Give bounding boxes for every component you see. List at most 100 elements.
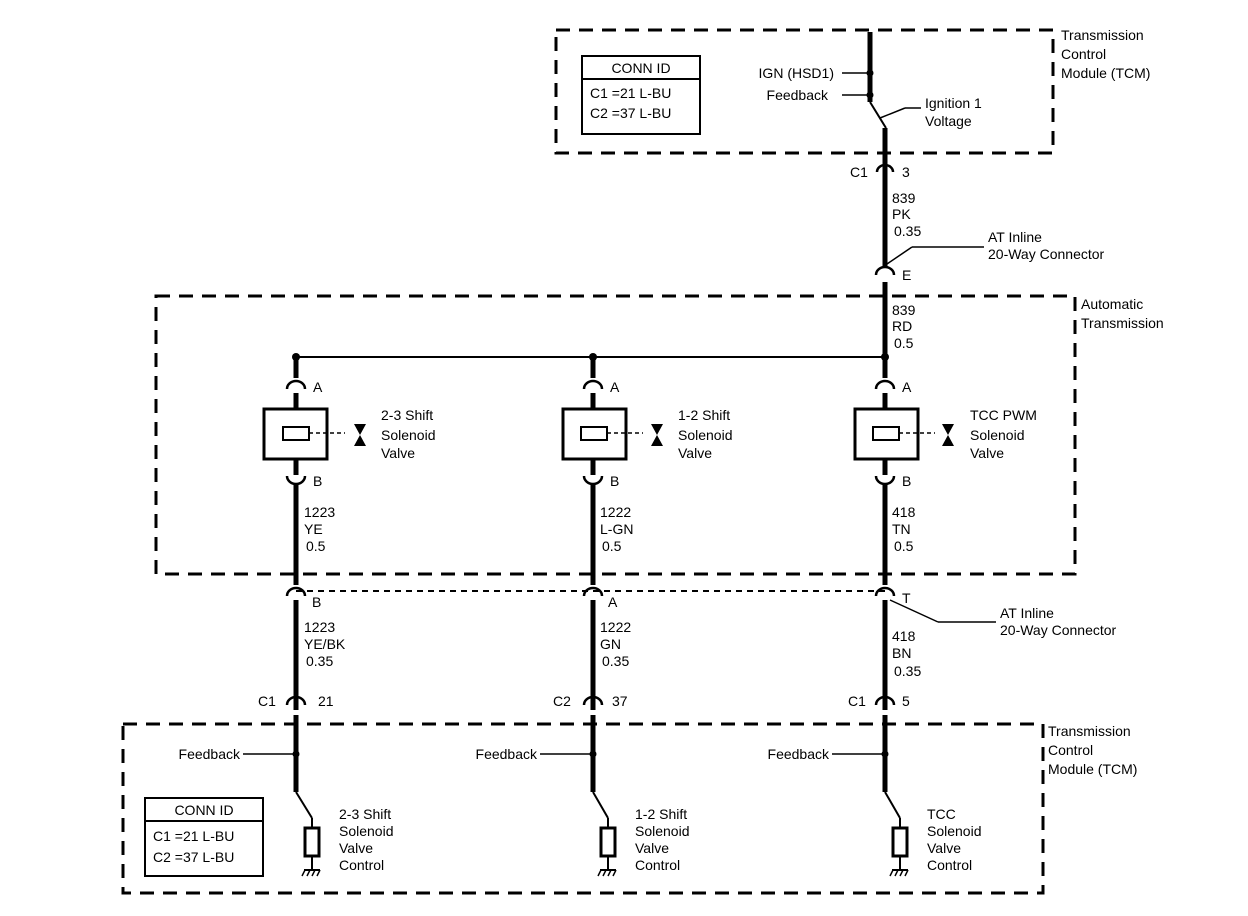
control-resistor-3	[891, 826, 909, 858]
bottom-tcm-title-line1: Transmission	[1048, 723, 1131, 739]
solenoid-1-2-valve-icon	[651, 424, 663, 446]
wire-1222-lgn-color: L-GN	[600, 521, 633, 537]
solenoid-2-3-label-line1: 2-3 Shift	[381, 407, 433, 423]
solenoid-2-3-pin-a: A	[313, 379, 323, 395]
feedback-label-3: Feedback	[768, 746, 830, 762]
c1-pin3-connector: C1	[850, 164, 868, 180]
control-tcc-label-line2: Solenoid	[927, 823, 982, 839]
solenoid-tcc-pin-a: A	[902, 379, 912, 395]
solenoid-2-3-housing	[262, 407, 329, 461]
feedback-label-1: Feedback	[179, 746, 241, 762]
control-1-2-label-line1: 1-2 Shift	[635, 806, 687, 822]
top-feedback-label: Feedback	[767, 87, 829, 103]
control-tcc-label-line4: Control	[927, 857, 972, 873]
top-tcm-title-line3: Module (TCM)	[1061, 65, 1150, 81]
wire-839-pk-number: 839	[892, 190, 916, 206]
solenoid-tcc-pin-b: B	[902, 473, 911, 489]
bottom-tcm-module: Transmission Control Module (TCM) CONN I…	[121, 715, 1137, 895]
solenoid-tcc-valve-icon	[942, 424, 954, 446]
top-tcm-boundary	[554, 28, 1055, 155]
bottom-conn-id-row2: C2 =37 L-BU	[153, 849, 234, 865]
ignition-voltage-label-line2: Voltage	[925, 113, 972, 129]
ignition-voltage-label-line1: Ignition 1	[925, 95, 982, 111]
control-tcc: Feedback TCC Solenoid Valve Control	[768, 715, 982, 877]
solenoid-1-2-housing	[561, 407, 628, 461]
control-1-2-label-line2: Solenoid	[635, 823, 690, 839]
bottom-tcm-boundary	[121, 722, 1045, 895]
solenoid-2-3-shift: A B 2-3 Shift Solenoid Valve 1223 YE 0.5	[262, 357, 436, 585]
c1-pin3-number: 3	[902, 164, 910, 180]
auto-trans-title-line2: Transmission	[1081, 315, 1164, 331]
solenoid-tcc-label-line3: Valve	[970, 445, 1004, 461]
wire-418-bn-color: BN	[892, 645, 911, 661]
solenoid-2-3-label-line3: Valve	[381, 445, 415, 461]
feedback-label-2: Feedback	[476, 746, 538, 762]
bottom-conn-id-table: CONN ID C1 =21 L-BU C2 =37 L-BU	[144, 797, 264, 877]
automatic-transmission-module: Automatic Transmission 839 RD 0.5 A B 2-…	[154, 282, 1164, 585]
control-2-3-label-line2: Solenoid	[339, 823, 394, 839]
pin-c1-21-connector: C1	[258, 693, 276, 709]
auto-trans-title-line1: Automatic	[1081, 296, 1143, 312]
top-conn-id-table: CONN ID C1 =21 L-BU C2 =37 L-BU	[581, 55, 701, 135]
inline-bottom-label-line1: AT Inline	[1000, 605, 1054, 621]
wire-1222-lgn-gauge: 0.5	[602, 538, 622, 554]
solenoid-tcc-housing	[853, 407, 920, 461]
solenoid-tcc-label-line1: TCC PWM	[970, 407, 1037, 423]
wire-1223-ye-color: YE	[304, 521, 323, 537]
inline-e-connector-icon	[874, 265, 896, 276]
pin-c2-37-connector: C2	[553, 693, 571, 709]
top-conn-id-row1: C1 =21 L-BU	[590, 85, 671, 101]
top-tcm-title-line1: Transmission	[1061, 27, 1144, 43]
solenoid-2-3-pin-b: B	[313, 473, 322, 489]
wire-418-tn-gauge: 0.5	[894, 538, 914, 554]
top-tcm-title-line2: Control	[1061, 46, 1106, 62]
wire-418-tn-number: 418	[892, 504, 916, 520]
solenoid-1-2-shift: A B 1-2 Shift Solenoid Valve 1222 L-GN 0…	[561, 357, 733, 585]
wire-839-rd-gauge: 0.5	[894, 335, 914, 351]
control-1-2-label-line3: Valve	[635, 840, 669, 856]
wire-1222-lgn-number: 1222	[600, 504, 631, 520]
pin-c2-37-number: 37	[612, 693, 628, 709]
wire-1222-gn-number: 1222	[600, 619, 631, 635]
ign-hsd1-label: IGN (HSD1)	[759, 65, 834, 81]
wire-418-bn-number: 418	[892, 628, 916, 644]
pin-c1-5-number: 5	[902, 693, 910, 709]
wire-1223-ye-gauge: 0.5	[306, 538, 326, 554]
inline-bottom-pin-b: B	[312, 594, 321, 610]
automatic-transmission-boundary	[154, 294, 1077, 576]
control-switch-3	[884, 791, 901, 819]
wire-839-rd-number: 839	[892, 302, 916, 318]
control-tcc-label-line3: Valve	[927, 840, 961, 856]
wire-1223-yebk-number: 1223	[304, 619, 335, 635]
solenoid-2-3-label-line2: Solenoid	[381, 427, 436, 443]
wire-1222-gn-color: GN	[600, 636, 621, 652]
control-1-2-shift: Feedback 1-2 Shift Solenoid Valve Contro…	[476, 715, 690, 877]
pin-c1-5-connector: C1	[848, 693, 866, 709]
inline-e-pin: E	[902, 267, 911, 283]
pin-c1-21-number: 21	[318, 693, 334, 709]
wire-839-pk-color: PK	[892, 206, 911, 222]
solenoid-tcc-label-line2: Solenoid	[970, 427, 1025, 443]
control-2-3-label-line4: Control	[339, 857, 384, 873]
bottom-conn-id-header: CONN ID	[174, 802, 233, 818]
control-2-3-shift: Feedback 2-3 Shift Solenoid Valve Contro…	[179, 715, 394, 877]
inline-bottom-label-line2: 20-Way Connector	[1000, 622, 1117, 638]
wire-1222-gn-gauge: 0.35	[602, 653, 629, 669]
solenoid-2-3-valve-icon	[354, 424, 366, 446]
wire-1223-yebk-gauge: 0.35	[306, 653, 333, 669]
solenoid-tcc-pwm: A B TCC PWM Solenoid Valve 418 TN 0.5	[853, 379, 1037, 585]
control-1-2-label-line4: Control	[635, 857, 680, 873]
inline-bottom-pin-t: T	[902, 590, 911, 606]
wire-839-rd-color: RD	[892, 318, 912, 334]
bottom-conn-id-row1: C1 =21 L-BU	[153, 828, 234, 844]
bottom-tcm-title-line3: Module (TCM)	[1048, 761, 1137, 777]
solenoid-1-2-label-line3: Valve	[678, 445, 712, 461]
control-2-3-label-line3: Valve	[339, 840, 373, 856]
top-tcm-module: Transmission Control Module (TCM) CONN I…	[554, 27, 1150, 158]
inline-bottom-pin-a: A	[608, 594, 618, 610]
inline-top-label-line2: 20-Way Connector	[988, 246, 1105, 262]
top-conn-id-row2: C2 =37 L-BU	[590, 105, 671, 121]
solenoid-1-2-pin-a: A	[610, 379, 620, 395]
control-switch-1	[295, 791, 313, 819]
